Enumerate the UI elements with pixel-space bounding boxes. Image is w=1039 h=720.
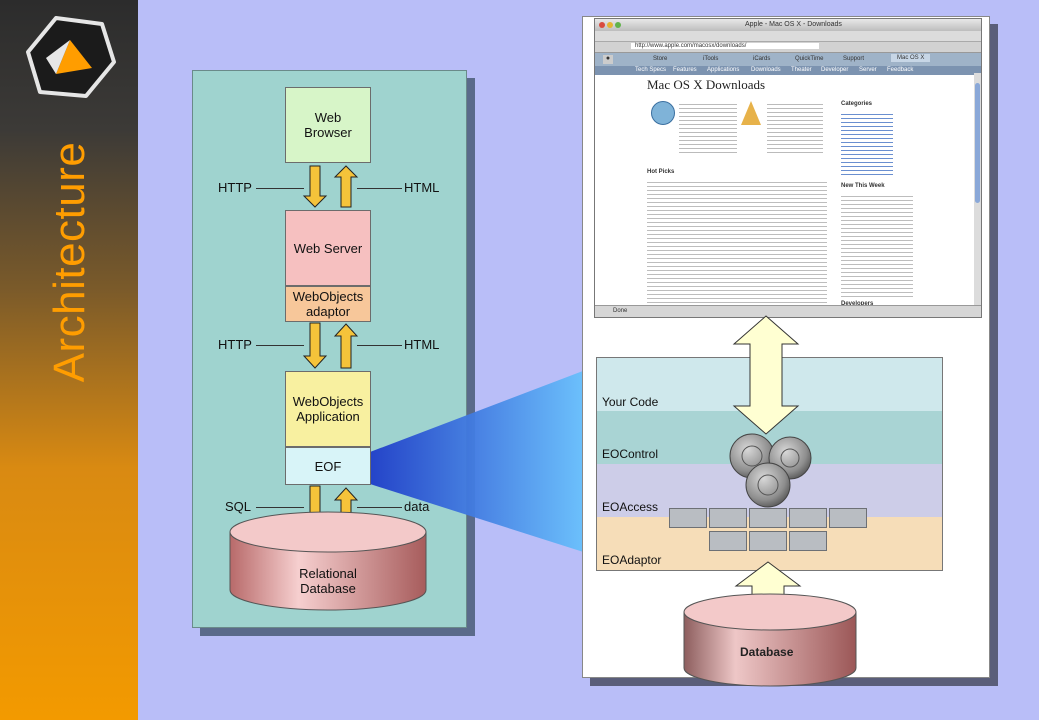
data-line <box>357 507 402 508</box>
subnav-feedback[interactable]: Feedback <box>887 67 914 73</box>
subnav-downloads[interactable]: Downloads <box>751 67 781 73</box>
zoom-icon[interactable] <box>615 22 621 28</box>
brick <box>709 508 747 528</box>
status-text: Done <box>613 308 628 314</box>
download-blurb-2 <box>767 101 823 155</box>
hot-picks-list[interactable] <box>647 179 827 307</box>
globe-icon <box>651 101 675 125</box>
close-icon[interactable] <box>599 22 605 28</box>
http-line-2 <box>256 345 304 346</box>
browser-screenshot: Apple - Mac OS X - Downloads http://www.… <box>594 18 982 318</box>
subnav-tech-specs[interactable]: Tech Specs <box>635 67 667 73</box>
brick <box>789 531 827 551</box>
subnav-theater[interactable]: Theater <box>791 67 812 73</box>
url-field[interactable]: http://www.apple.com/macosx/downloads/ <box>631 43 819 49</box>
brick <box>709 531 747 551</box>
sidebar: Architecture <box>0 0 138 720</box>
html-line-2 <box>357 345 402 346</box>
new-this-week-list[interactable] <box>841 193 913 299</box>
http-label-1: HTTP <box>218 180 252 195</box>
web-browser-box: Web Browser <box>285 87 371 163</box>
apple-tabs: ● Store iTools iCards QuickTime Support … <box>595 53 981 66</box>
address-bar: http://www.apple.com/macosx/downloads/ <box>595 42 981 53</box>
status-bar: Done <box>595 305 981 317</box>
sql-label: SQL <box>225 499 252 514</box>
html-line-1 <box>357 188 402 189</box>
apple-logo-icon[interactable]: ● <box>603 55 613 64</box>
developers-heading: Developers <box>841 301 874 307</box>
tab-store[interactable]: Store <box>653 56 668 62</box>
brick <box>749 508 787 528</box>
tab-itools[interactable]: iTools <box>703 56 719 62</box>
browser-toolbar <box>595 31 981 42</box>
tab-quicktime[interactable]: QuickTime <box>795 56 824 62</box>
http-line-1 <box>256 188 304 189</box>
brick <box>789 508 827 528</box>
database-label: Database <box>740 645 794 659</box>
page-title: Architecture <box>45 141 94 383</box>
download-blurb-1 <box>679 101 737 155</box>
hot-picks-heading: Hot Picks <box>647 169 675 175</box>
browser-window-title: Apple - Mac OS X - Downloads <box>745 21 842 28</box>
downloads-heading: Mac OS X Downloads <box>647 77 766 92</box>
minimize-icon[interactable] <box>607 22 613 28</box>
relational-database-label: Relational Database <box>299 566 357 596</box>
html-label-1: HTML <box>404 180 440 195</box>
webobjects-adaptor-box: WebObjects adaptor <box>285 286 371 322</box>
tab-icards[interactable]: iCards <box>753 56 771 62</box>
html-label-2: HTML <box>404 337 440 352</box>
tab-support[interactable]: Support <box>843 56 865 62</box>
layer-label-your-code: Your Code <box>602 395 659 409</box>
logo-icon <box>26 16 116 98</box>
subnav-developer[interactable]: Developer <box>821 67 849 73</box>
subnav-features[interactable]: Features <box>673 67 697 73</box>
tab-mac-os-x[interactable]: Mac OS X <box>891 54 931 62</box>
layer-label-eoaccess: EOAccess <box>602 500 659 514</box>
layer-label-eoadaptor: EOAdaptor <box>602 553 662 567</box>
brick <box>669 508 707 528</box>
eof-box: EOF <box>285 447 371 485</box>
categories-heading: Categories <box>841 101 873 107</box>
brick <box>749 531 787 551</box>
webobjects-application-box: WebObjects Application <box>285 371 371 447</box>
browser-content: Mac OS X Downloads Categories Hot Picks … <box>595 73 981 307</box>
browser-scrollbar[interactable] <box>974 73 981 307</box>
scroll-thumb[interactable] <box>975 83 980 203</box>
http-label-2: HTTP <box>218 337 252 352</box>
sql-line <box>256 507 304 508</box>
new-this-week-heading: New This Week <box>841 183 885 189</box>
subnav-server[interactable]: Server <box>859 67 877 73</box>
broom-icon <box>741 101 761 125</box>
web-server-box: Web Server <box>285 210 371 286</box>
subnav: Tech Specs Features Applications Downloa… <box>595 66 981 75</box>
layer-label-eocontrol: EOControl <box>602 447 659 461</box>
brick <box>829 508 867 528</box>
subnav-applications[interactable]: Applications <box>707 67 740 73</box>
categories-list[interactable] <box>841 111 893 175</box>
browser-titlebar: Apple - Mac OS X - Downloads <box>595 19 981 31</box>
data-label: data <box>404 499 430 514</box>
